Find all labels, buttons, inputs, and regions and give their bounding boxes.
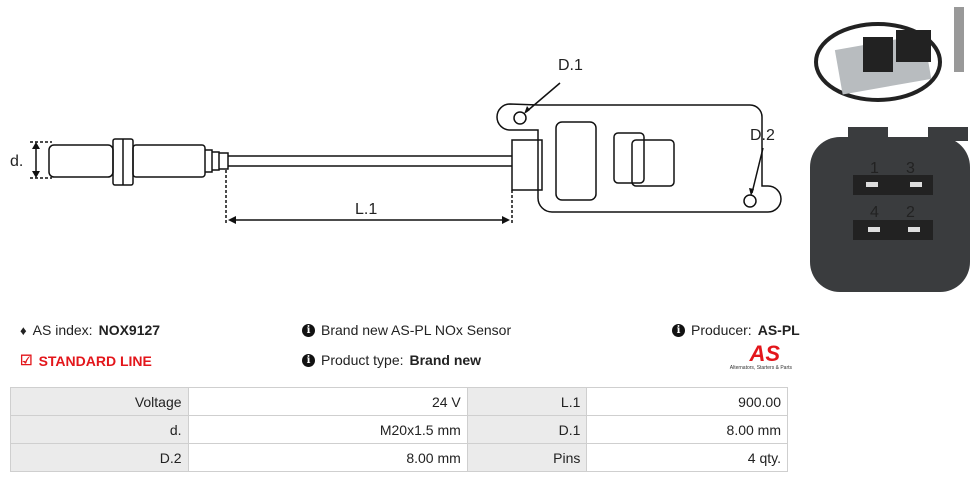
- info-icon: i: [302, 353, 315, 367]
- specs-table: Voltage 24 V L.1 900.00 d. M20x1.5 mm D.…: [10, 387, 788, 472]
- label-d: d.: [10, 153, 23, 170]
- pin-3: 3: [906, 160, 915, 177]
- spec-value: 8.00 mm: [586, 415, 788, 444]
- as-index: ♦ AS index: NOX9127: [20, 322, 160, 338]
- pin-4: 4: [870, 204, 879, 221]
- product-type-value: Brand new: [409, 352, 482, 368]
- checkbox-icon: ☑: [20, 352, 33, 368]
- spec-key: L.1: [466, 387, 588, 416]
- spec-value: 4 qty.: [586, 443, 788, 472]
- spec-key: D.1: [466, 415, 588, 444]
- technical-drawing: d. D.1 D.2 L.1: [10, 57, 782, 225]
- standard-line-badge: ☑ STANDARD LINE: [20, 352, 152, 369]
- logo-text: AS: [749, 341, 780, 366]
- spec-value: 8.00 mm: [187, 443, 468, 472]
- description: i Brand new AS-PL NOx Sensor: [302, 322, 511, 338]
- label-l1: L.1: [355, 201, 377, 218]
- info-icon: i: [672, 323, 685, 337]
- info-icon: i: [302, 323, 315, 337]
- logo-tagline: Alternators, Starters & Parts: [729, 365, 792, 371]
- table-row: D.2 8.00 mm Pins 4 qty.: [10, 443, 788, 472]
- spec-value: M20x1.5 mm: [187, 415, 468, 444]
- spec-value: 24 V: [187, 387, 468, 416]
- label-d1: D.1: [558, 57, 583, 74]
- spec-key: D.2: [10, 443, 189, 472]
- spec-key: Voltage: [10, 387, 189, 416]
- tags-icon: ♦: [20, 322, 27, 338]
- as-pl-logo: AS Alternators, Starters & Parts: [712, 341, 792, 372]
- spec-key: Pins: [466, 443, 588, 472]
- producer-label: Producer:: [691, 322, 752, 338]
- pin-1: 1: [870, 160, 879, 177]
- pin-2: 2: [906, 204, 915, 221]
- table-row: d. M20x1.5 mm D.1 8.00 mm: [10, 415, 788, 444]
- spec-key: d.: [10, 415, 189, 444]
- label-d2: D.2: [750, 127, 775, 144]
- producer-value: AS-PL: [757, 322, 800, 338]
- spec-value: 900.00: [586, 387, 788, 416]
- product-type-label: Product type:: [321, 352, 404, 368]
- standard-line-label: STANDARD LINE: [38, 352, 152, 369]
- product-photo: [808, 2, 974, 120]
- producer: i Producer: AS-PL: [672, 322, 800, 338]
- connector-photo: 1 3 4 2: [808, 125, 974, 295]
- table-row: Voltage 24 V L.1 900.00: [10, 387, 788, 416]
- as-index-value: NOX9127: [98, 322, 161, 338]
- description-text: Brand new AS-PL NOx Sensor: [321, 322, 512, 338]
- as-index-label: AS index:: [32, 322, 93, 338]
- product-type: i Product type: Brand new: [302, 352, 481, 368]
